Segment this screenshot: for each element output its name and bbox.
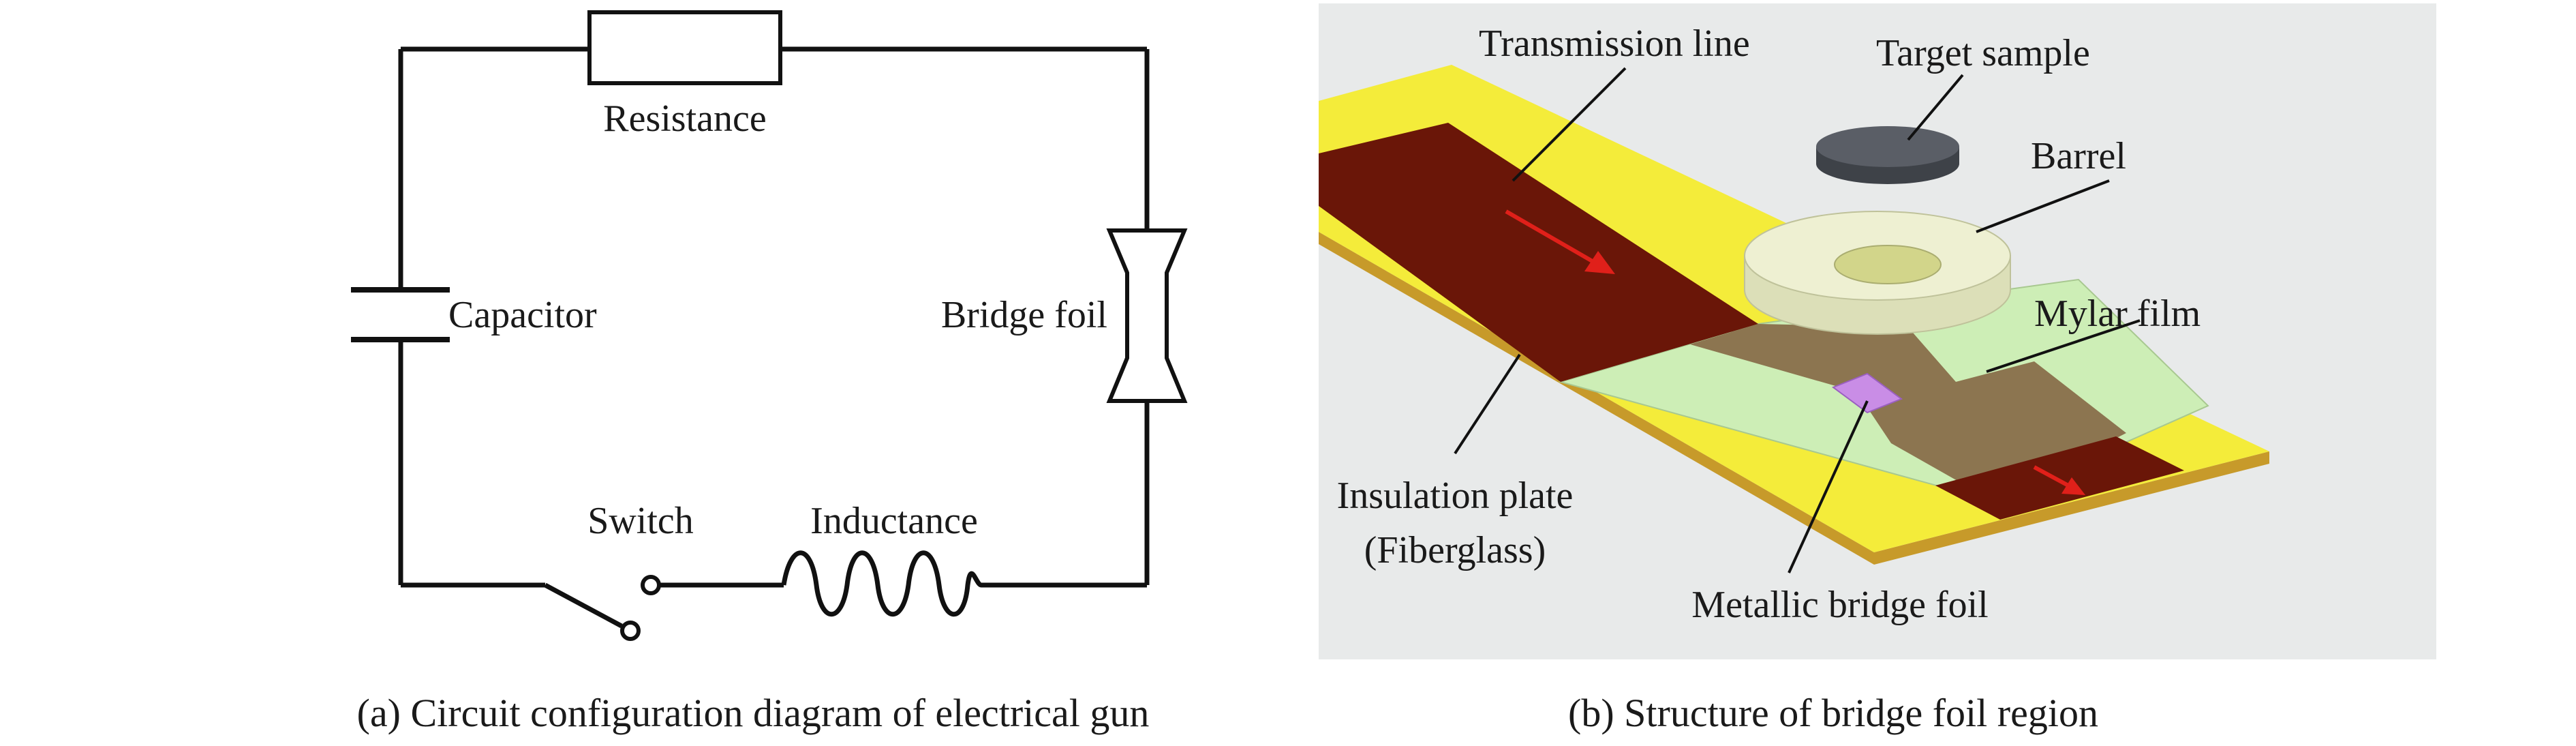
current-arrow-right — [2033, 465, 2070, 488]
circuit-diagram — [351, 10, 1188, 641]
barrel — [1744, 211, 2011, 335]
overlap-region — [1690, 324, 2126, 501]
leader-metallic-bridge-foil — [1788, 400, 1869, 573]
current-arrows — [1505, 209, 2085, 495]
label-transmission-line: Transmission line — [1479, 23, 1750, 65]
leader-insulation-plate — [1454, 353, 1521, 455]
label-barrel: Barrel — [2031, 135, 2126, 177]
label-insulation-plate-line1: Insulation plate — [1337, 475, 1574, 517]
caption-a: (a) Circuit configuration diagram of ele… — [357, 691, 1150, 735]
transmission-line-strip — [1319, 123, 1758, 382]
current-arrow-left-head — [1584, 251, 1615, 274]
target-top — [1816, 126, 1959, 167]
switch-blade — [544, 582, 623, 629]
switch-contact-lower — [620, 621, 641, 641]
resistor-symbol — [587, 10, 782, 85]
label-target-sample: Target sample — [1876, 32, 2090, 74]
structure-labels: Transmission line Target sample Barrel M… — [1337, 23, 2201, 626]
label-switch: Switch — [587, 500, 694, 542]
leader-barrel — [1976, 179, 2110, 233]
current-arrow-right-head — [2061, 477, 2085, 495]
label-inductance: Inductance — [810, 500, 978, 542]
leader-target-sample — [1907, 74, 1964, 141]
metallic-bridge-foil-patch — [1831, 372, 1903, 414]
label-metallic-bridge-foil: Metallic bridge foil — [1691, 584, 1988, 626]
switch-contact-upper — [641, 575, 661, 595]
target-sample — [1816, 126, 1959, 184]
transmission-line-strip-right — [1935, 436, 2184, 520]
bridge-foil-symbol — [1106, 228, 1188, 403]
bridge-foil-structure: Transmission line Target sample Barrel M… — [1319, 3, 2436, 659]
current-arrow-left — [1505, 209, 1596, 265]
label-insulation-plate-line2: (Fiberglass) — [1364, 529, 1546, 571]
label-mylar-film: Mylar film — [2034, 293, 2201, 335]
circuit-labels: Resistance Capacitor Bridge foil Switch … — [448, 98, 1107, 542]
leader-transmission-line — [1512, 67, 1627, 182]
barrel-bore — [1834, 245, 1942, 284]
leader-lines — [1454, 67, 2141, 573]
label-capacitor: Capacitor — [448, 294, 597, 336]
leader-mylar-film — [1986, 319, 2141, 373]
label-resistance: Resistance — [603, 98, 766, 140]
label-bridge-foil: Bridge foil — [941, 294, 1107, 336]
inductor-coil — [781, 550, 983, 616]
caption-b: (b) Structure of bridge foil region — [1568, 691, 2098, 735]
